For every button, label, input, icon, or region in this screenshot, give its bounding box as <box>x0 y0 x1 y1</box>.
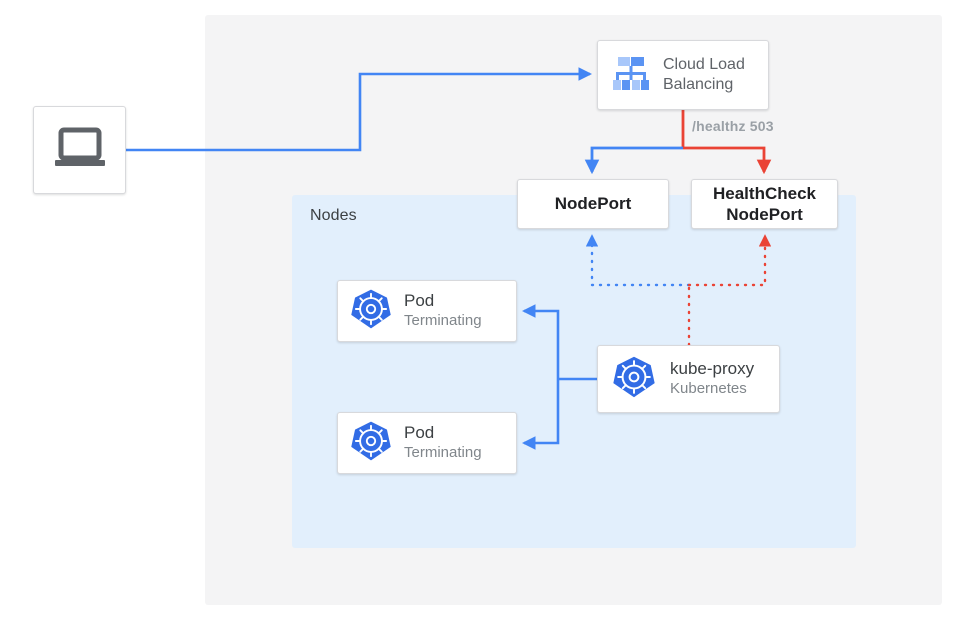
client-node <box>33 106 126 194</box>
nodeport-node: NodePort <box>517 179 669 229</box>
pod-node-1: Pod Terminating <box>337 280 517 342</box>
pod-1-subtitle: Terminating <box>404 312 482 330</box>
kube-proxy-node: kube-proxy Kubernetes <box>597 345 780 413</box>
laptop-icon <box>52 126 108 175</box>
healthz-edge-label: /healthz 503 <box>692 118 774 134</box>
cloud-load-balancing-texts: Cloud Load Balancing <box>663 55 745 94</box>
cloud-load-balancing-title-line2: Balancing <box>663 76 734 93</box>
cloud-load-balancing-icon <box>610 52 652 99</box>
healthcheck-nodeport-label-line1: HealthCheck <box>713 183 816 203</box>
nodeport-label: NodePort <box>554 194 632 214</box>
healthcheck-nodeport-label-line2: NodePort <box>726 205 803 224</box>
kube-proxy-title: kube-proxy <box>670 359 755 379</box>
healthcheck-nodeport-label: HealthCheck NodePort <box>713 183 816 226</box>
healthcheck-nodeport-node: HealthCheck NodePort <box>691 179 838 229</box>
nodes-panel-label: Nodes <box>310 207 357 224</box>
pod-1-title: Pod <box>404 291 435 311</box>
kubernetes-icon <box>612 355 656 404</box>
cloud-load-balancing-node: Cloud Load Balancing <box>597 40 769 110</box>
pod-1-texts: Pod Terminating <box>404 291 482 330</box>
kubernetes-icon <box>350 420 392 467</box>
kubernetes-icon <box>350 288 392 335</box>
pod-node-2: Pod Terminating <box>337 412 517 474</box>
cloud-load-balancing-title-line1: Cloud Load <box>663 56 745 74</box>
pod-2-subtitle: Terminating <box>404 444 482 462</box>
pod-2-title: Pod <box>404 423 435 443</box>
kube-proxy-texts: kube-proxy Kubernetes <box>670 359 754 398</box>
pod-2-texts: Pod Terminating <box>404 423 482 462</box>
kube-proxy-subtitle: Kubernetes <box>670 380 747 398</box>
